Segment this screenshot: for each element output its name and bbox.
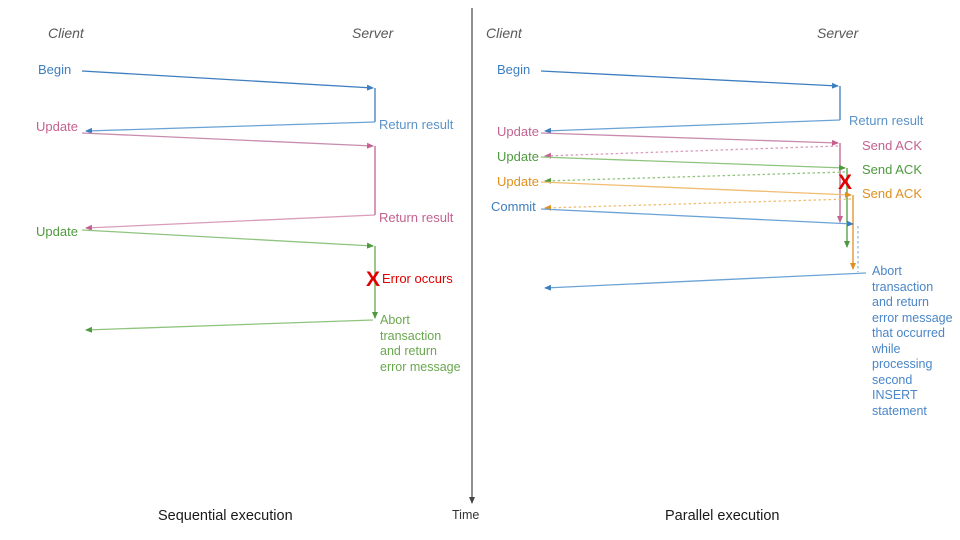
message-label-return-result-blue-sequential: Return result (379, 117, 454, 132)
note-line: and return (380, 344, 437, 358)
note-abort-parallel: Abort transaction and return error messa… (872, 264, 953, 419)
arrow-abort-return-green-seq (85, 319, 374, 333)
note-line: error message (380, 359, 461, 374)
message-label-begin-sequential: Begin (38, 62, 72, 77)
arrow-begin-seq (81, 70, 374, 91)
message-label-update-green-parallel: Update (497, 149, 539, 164)
message-label-commit-parallel: Commit (491, 199, 536, 214)
message-label-update-orange-parallel: Update (497, 174, 539, 189)
caption-parallel-execution: Parallel execution (665, 508, 780, 524)
arrow-update-green-par (540, 156, 846, 171)
error-label-sequential: Error occurs (382, 271, 453, 286)
message-label-update-green-sequential: Update (36, 224, 78, 239)
arrow-ack-orange-par (544, 198, 852, 211)
client-lane-title-parallel: Client (486, 25, 522, 41)
message-label-send-ack-green-parallel: Send ACK (862, 162, 922, 177)
arrow-return-result-pink-seq (85, 214, 376, 231)
arrow-update-green-seq (81, 229, 374, 249)
arrow-abort-return-blue-par (544, 272, 867, 291)
note-abort-sequential: Abort transaction and return error messa… (380, 313, 461, 375)
note-line: INSERT (872, 388, 918, 402)
client-lane-title-sequential: Client (48, 25, 84, 41)
message-label-return-result-pink-sequential: Return result (379, 210, 454, 225)
arrow-ack-green-par (544, 171, 846, 184)
note-line: and return (872, 295, 929, 309)
arrow-commit-par (540, 208, 854, 227)
arrow-return-result-blue-seq (85, 121, 376, 134)
message-label-update-pink-parallel: Update (497, 124, 539, 139)
note-line: transaction (380, 328, 442, 343)
note-line: Abort (872, 264, 902, 278)
arrow-begin-par (540, 70, 839, 89)
arrow-update-orange-par (540, 181, 852, 198)
arrow-ack-pink-par (544, 145, 839, 159)
note-line: processing (872, 357, 933, 371)
message-label-return-result-blue-parallel: Return result (849, 113, 924, 128)
note-line: statement (872, 403, 927, 418)
caption-sequential-execution: Sequential execution (158, 508, 293, 524)
arrow-return-result-blue-par (544, 119, 841, 134)
note-line: second (872, 372, 913, 387)
message-label-begin-parallel: Begin (497, 62, 531, 77)
arrow-update-pink-seq (81, 132, 374, 149)
arrow-update-pink-par (540, 132, 839, 146)
error-x-icon-sequential: X (366, 268, 381, 291)
message-label-send-ack-pink-parallel: Send ACK (862, 138, 922, 153)
server-lane-title-sequential: Server (352, 25, 394, 41)
error-x-icon-parallel: X (838, 171, 853, 194)
message-label-update-pink-sequential: Update (36, 119, 78, 134)
message-label-send-ack-orange-parallel: Send ACK (862, 186, 922, 201)
note-line: that occurred (872, 326, 945, 340)
time-axis-label: Time (452, 508, 480, 522)
note-line: while (872, 341, 901, 356)
note-line: error message (872, 310, 953, 325)
note-line: transaction (872, 279, 934, 294)
note-line: Abort (380, 313, 410, 327)
server-lane-title-parallel: Server (817, 25, 859, 41)
